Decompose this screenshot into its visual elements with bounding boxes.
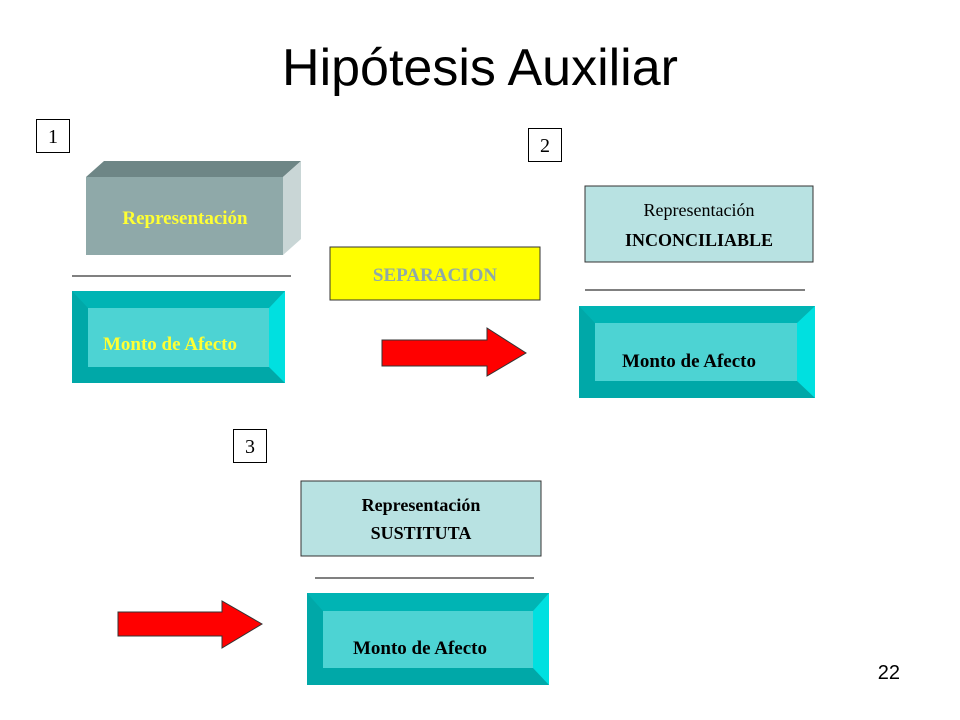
affect-block-3-face — [323, 611, 533, 668]
representation-box-3-bg — [300, 480, 542, 557]
affect-block-3: Monto de Afecto — [307, 593, 549, 685]
separation-label: SEPARACION — [373, 265, 497, 286]
representation-block-1-face — [86, 177, 283, 255]
step-number-1: 1 — [36, 119, 70, 153]
representation-label-1: Representación — [122, 208, 248, 229]
affect-label-2: Monto de Afecto — [622, 351, 756, 372]
representation-2-line1: Representación — [644, 200, 755, 220]
affect-block-3-right-bevel — [533, 593, 549, 685]
representation-box-2-bg — [584, 185, 814, 263]
representation-box-2: Representación INCONCILIABLE — [584, 185, 814, 263]
step-number-3: 3 — [233, 429, 267, 463]
separation-box-bg — [329, 246, 541, 301]
representation-box-3: Representación SUSTITUTA — [300, 480, 542, 557]
arrow-right-2 — [117, 600, 263, 649]
affect-block-2: Monto de Afecto — [579, 306, 815, 398]
representation-block-1-top — [86, 161, 301, 177]
affect-block-3-top-bevel — [307, 593, 549, 611]
affect-block-1-face — [88, 308, 269, 367]
representation-3-line2: SUSTITUTA — [371, 523, 472, 543]
affect-label-1: Monto de Afecto — [103, 334, 237, 355]
page-number: 22 — [877, 662, 900, 684]
representation-block-1: Representación — [86, 161, 301, 255]
representation-2-line2: INCONCILIABLE — [625, 230, 773, 250]
affect-block-1-top-bevel — [72, 291, 285, 308]
affect-block-2-top-bevel — [579, 306, 815, 323]
affect-label-3: Monto de Afecto — [353, 638, 487, 659]
representation-3-line1: Representación — [362, 495, 481, 515]
affect-block-2-face — [595, 323, 797, 381]
affect-block-2-right-bevel — [797, 306, 815, 398]
step-number-2: 2 — [528, 128, 562, 162]
page-title: Hipótesis Auxiliar — [282, 39, 678, 97]
separation-box: SEPARACION — [329, 246, 541, 301]
affect-block-1: Monto de Afecto — [72, 291, 285, 383]
arrow-right-1 — [381, 327, 527, 377]
affect-block-1-right-bevel — [269, 291, 285, 383]
representation-block-1-side — [283, 161, 301, 255]
